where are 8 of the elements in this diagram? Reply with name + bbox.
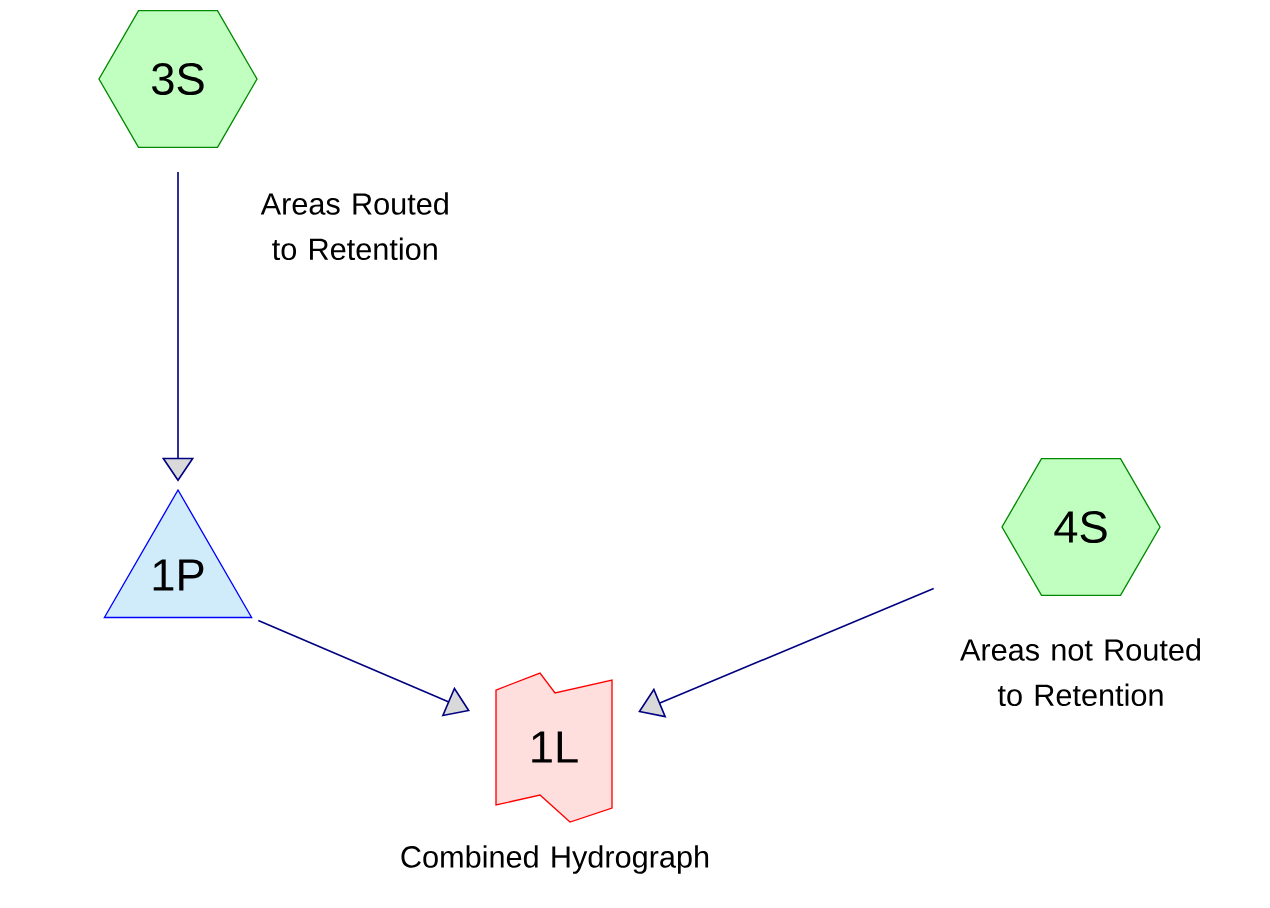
arrow bbox=[257, 619, 470, 717]
hexagon-node: 4S bbox=[1001, 457, 1161, 597]
node-caption: Combined Hydrograph bbox=[401, 845, 709, 874]
arrow bbox=[638, 587, 935, 718]
node-caption: Areas Routed to Retention bbox=[260, 192, 448, 261]
link-node: 1L bbox=[495, 672, 613, 823]
node-caption: Areas not Routed to Retention bbox=[960, 638, 1200, 707]
hexagon-node: 3S bbox=[98, 9, 258, 149]
